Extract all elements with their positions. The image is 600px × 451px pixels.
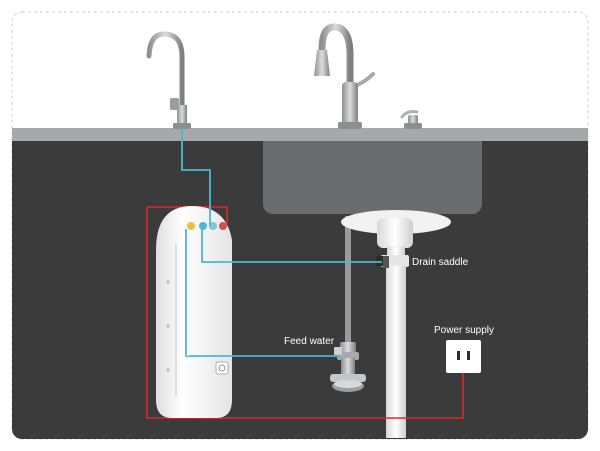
dedicated-faucet-icon <box>146 31 191 130</box>
power-outlet-icon <box>446 340 481 373</box>
filtered-water-line <box>181 128 211 226</box>
kitchen-faucet-icon <box>314 23 375 129</box>
soap-dispenser-icon <box>400 110 422 129</box>
drain-saddle-icon <box>376 256 389 268</box>
power-line-top <box>147 206 228 224</box>
drain-pipe <box>341 210 451 438</box>
feed-water-valve-icon <box>330 342 366 392</box>
power-line <box>146 207 464 419</box>
countertop <box>12 128 588 141</box>
sink-basin <box>263 141 482 214</box>
drain-saddle-label: Drain saddle <box>412 257 469 268</box>
feed-water-label: Feed water <box>284 336 335 347</box>
feed-water-line <box>185 229 341 357</box>
water-purifier-unit-icon <box>156 206 232 418</box>
water-lines <box>181 128 382 357</box>
power-supply-label: Power supply <box>434 325 495 336</box>
drain-water-line <box>201 226 382 263</box>
